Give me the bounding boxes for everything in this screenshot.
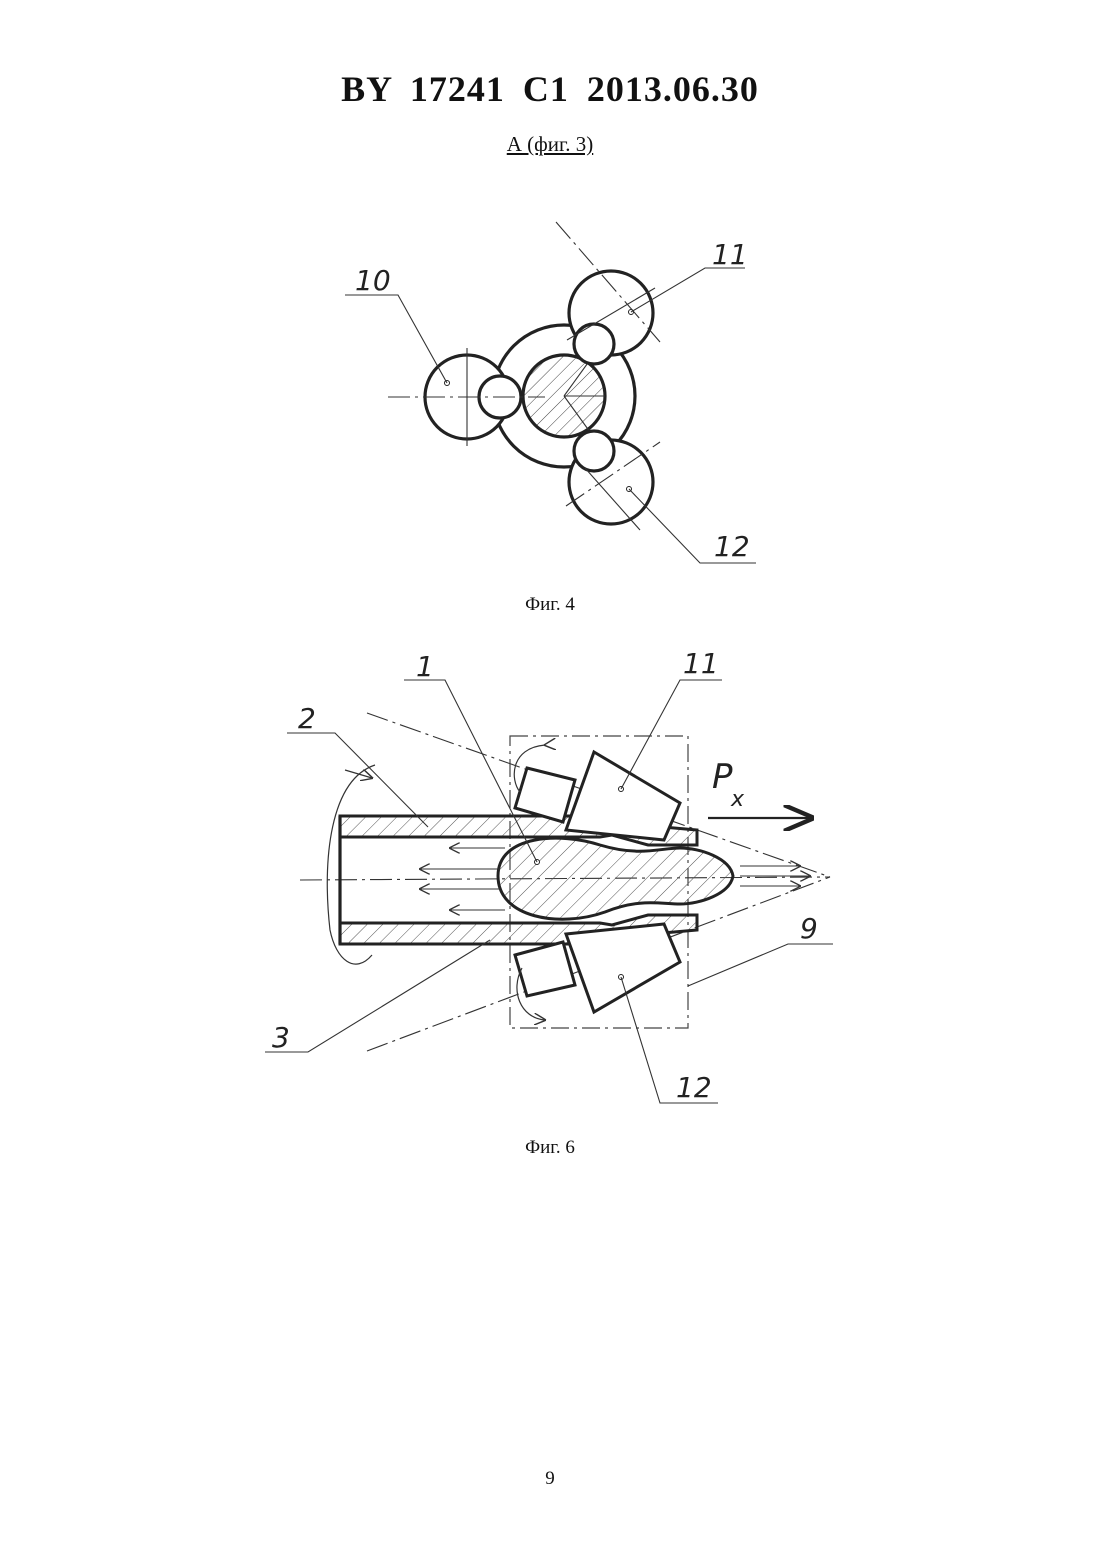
leader-11 <box>621 680 722 789</box>
label-1: 1 <box>416 650 434 683</box>
force-label: P <box>712 757 733 797</box>
label-2: 2 <box>298 702 316 735</box>
roll-12-shaft <box>515 942 575 996</box>
label-11: 11 <box>683 647 719 680</box>
page-number: 9 <box>0 1468 1100 1490</box>
force-subscript: x <box>730 787 745 812</box>
mandrel-1 <box>498 838 733 919</box>
label-12: 12 <box>676 1071 712 1104</box>
figure-6-caption: Фиг. 6 <box>0 1137 1100 1159</box>
roll-12-cone <box>566 924 680 1012</box>
label-9: 9 <box>800 912 818 945</box>
label-3: 3 <box>272 1021 290 1054</box>
roll-11-cone <box>566 752 680 840</box>
leader-3 <box>265 940 490 1052</box>
roll-11-shaft <box>515 768 575 822</box>
leader-2 <box>287 733 428 827</box>
leader-9 <box>688 944 833 986</box>
